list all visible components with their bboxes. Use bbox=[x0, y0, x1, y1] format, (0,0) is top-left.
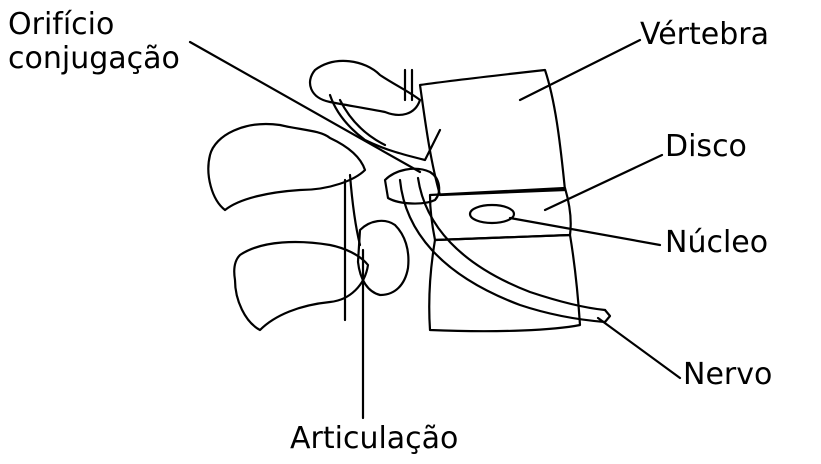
label-articulacao: Articulação bbox=[290, 422, 458, 456]
label-nucleo: Núcleo bbox=[665, 226, 768, 260]
leader-nervo bbox=[598, 318, 680, 378]
label-disco: Disco bbox=[665, 130, 747, 164]
label-vertebra: Vértebra bbox=[640, 18, 769, 52]
transverse-process-upper bbox=[208, 124, 365, 210]
vertebral-body-lower bbox=[429, 235, 580, 331]
articular-facet-lower bbox=[358, 221, 408, 295]
intervertebral-disc bbox=[430, 188, 571, 240]
label-orificio-line2: conjugação bbox=[8, 42, 180, 76]
transverse-process-lower bbox=[234, 242, 368, 330]
leader-nucleo bbox=[510, 218, 660, 245]
spinous-process-upper bbox=[310, 61, 420, 115]
label-nervo: Nervo bbox=[683, 358, 772, 392]
label-orificio-line1: Orifício bbox=[8, 8, 180, 42]
label-orificio-conjugacao: Orifício conjugação bbox=[8, 8, 180, 76]
nucleus bbox=[470, 205, 514, 223]
upper-post bbox=[405, 70, 412, 100]
leader-orificio bbox=[190, 42, 420, 172]
